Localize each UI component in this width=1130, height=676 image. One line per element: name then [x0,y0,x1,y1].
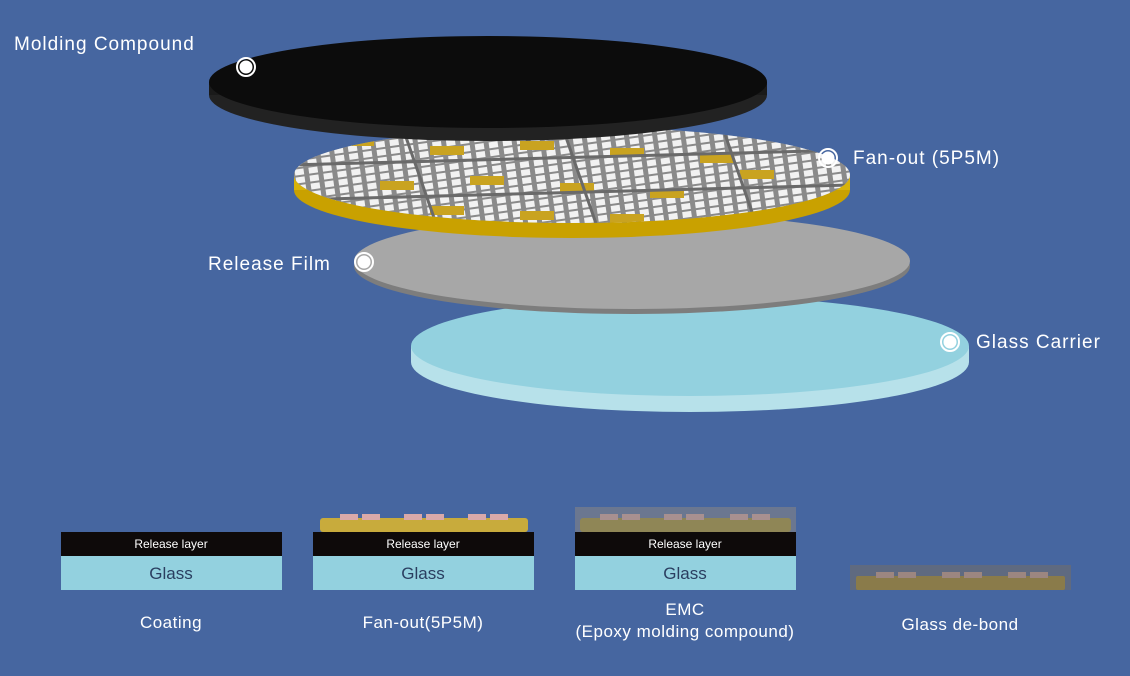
glass-carrier-marker [940,332,960,352]
molding-compound-marker [236,57,256,77]
step-caption: Coating [140,613,202,632]
fan-out-marker [818,148,838,168]
release-layer-text: Release layer [648,537,721,551]
release-layer-text: Release layer [386,537,459,551]
step-caption: Fan-out(5P5M) [363,613,484,632]
step-caption-line2: (Epoxy molding compound) [576,622,795,641]
release-film-marker [354,252,374,272]
release-layer-text: Release layer [134,537,207,551]
molding-compound-label: Molding Compound [14,34,195,55]
glass-text: Glass [149,564,192,583]
glass-text: Glass [663,564,706,583]
glass-layer [61,556,282,590]
glass-layer [313,556,534,590]
fan-out-layer [320,518,528,532]
release-layer [575,532,796,556]
molding-compound-disc [209,36,767,141]
release-film-disc [354,213,910,314]
fan-out-label: Fan-out (5P5M) [853,148,1000,169]
glass-carrier-label: Glass Carrier [976,332,1101,353]
release-layer [61,532,282,556]
fan-out-wafer-disc [294,127,850,238]
step-emc: Release layer Glass EMC (Epoxy molding c… [575,507,796,641]
release-film-label: Release Film [208,254,331,275]
glass-text: Glass [401,564,444,583]
glass-carrier-disc [411,296,969,412]
step-caption-line1: EMC [665,600,704,619]
step-caption: Glass de-bond [901,615,1018,634]
glass-layer [575,556,796,590]
step-glass-de-bond: Glass de-bond [850,565,1071,634]
release-layer [313,532,534,556]
step-fan-out: Release layer Glass Fan-out(5P5M) [313,514,534,632]
step-coating: Release layer Glass Coating [61,532,282,632]
